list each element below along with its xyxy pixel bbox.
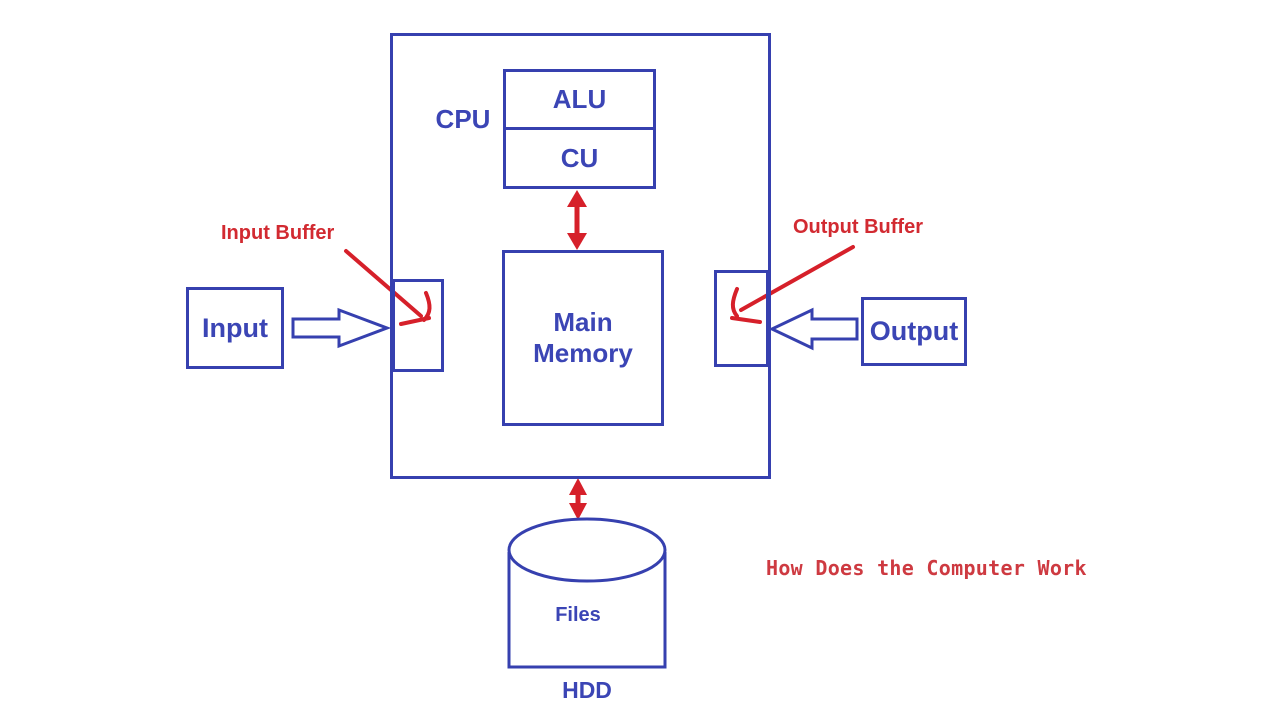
cu-box: CU	[506, 130, 653, 186]
cu-label: CU	[560, 142, 599, 173]
hdd-cylinder	[507, 517, 667, 669]
system-hdd-arrow	[569, 478, 587, 520]
alu-label: ALU	[552, 84, 607, 114]
hdd-label: HDD	[562, 677, 612, 703]
input-buffer-pointer	[344, 249, 432, 326]
cpu-memory-arrow	[567, 190, 587, 250]
input-flow-arrow	[291, 307, 392, 349]
input-device-box: Input	[186, 287, 284, 369]
output-buffer-box	[714, 270, 769, 367]
diagram-caption: How Does the Computer Work	[766, 556, 1087, 580]
output-buffer-label: Output Buffer	[793, 216, 923, 238]
output-label: Output	[869, 316, 959, 346]
system-unit-box	[390, 33, 771, 479]
input-buffer-label: Input Buffer	[221, 222, 335, 244]
input-buffer-box	[392, 279, 444, 372]
cpu-label: CPU	[435, 104, 491, 134]
main-memory-label: Main Memory	[533, 306, 633, 368]
input-label: Input	[202, 312, 268, 343]
output-device-box: Output	[861, 297, 967, 366]
cpu-box: ALU CU	[503, 69, 656, 189]
alu-box: ALU	[506, 72, 653, 130]
output-flow-arrow	[768, 307, 859, 351]
files-label: Files	[555, 604, 601, 626]
output-buffer-pointer	[730, 245, 855, 324]
main-memory-box: Main Memory	[502, 250, 664, 426]
